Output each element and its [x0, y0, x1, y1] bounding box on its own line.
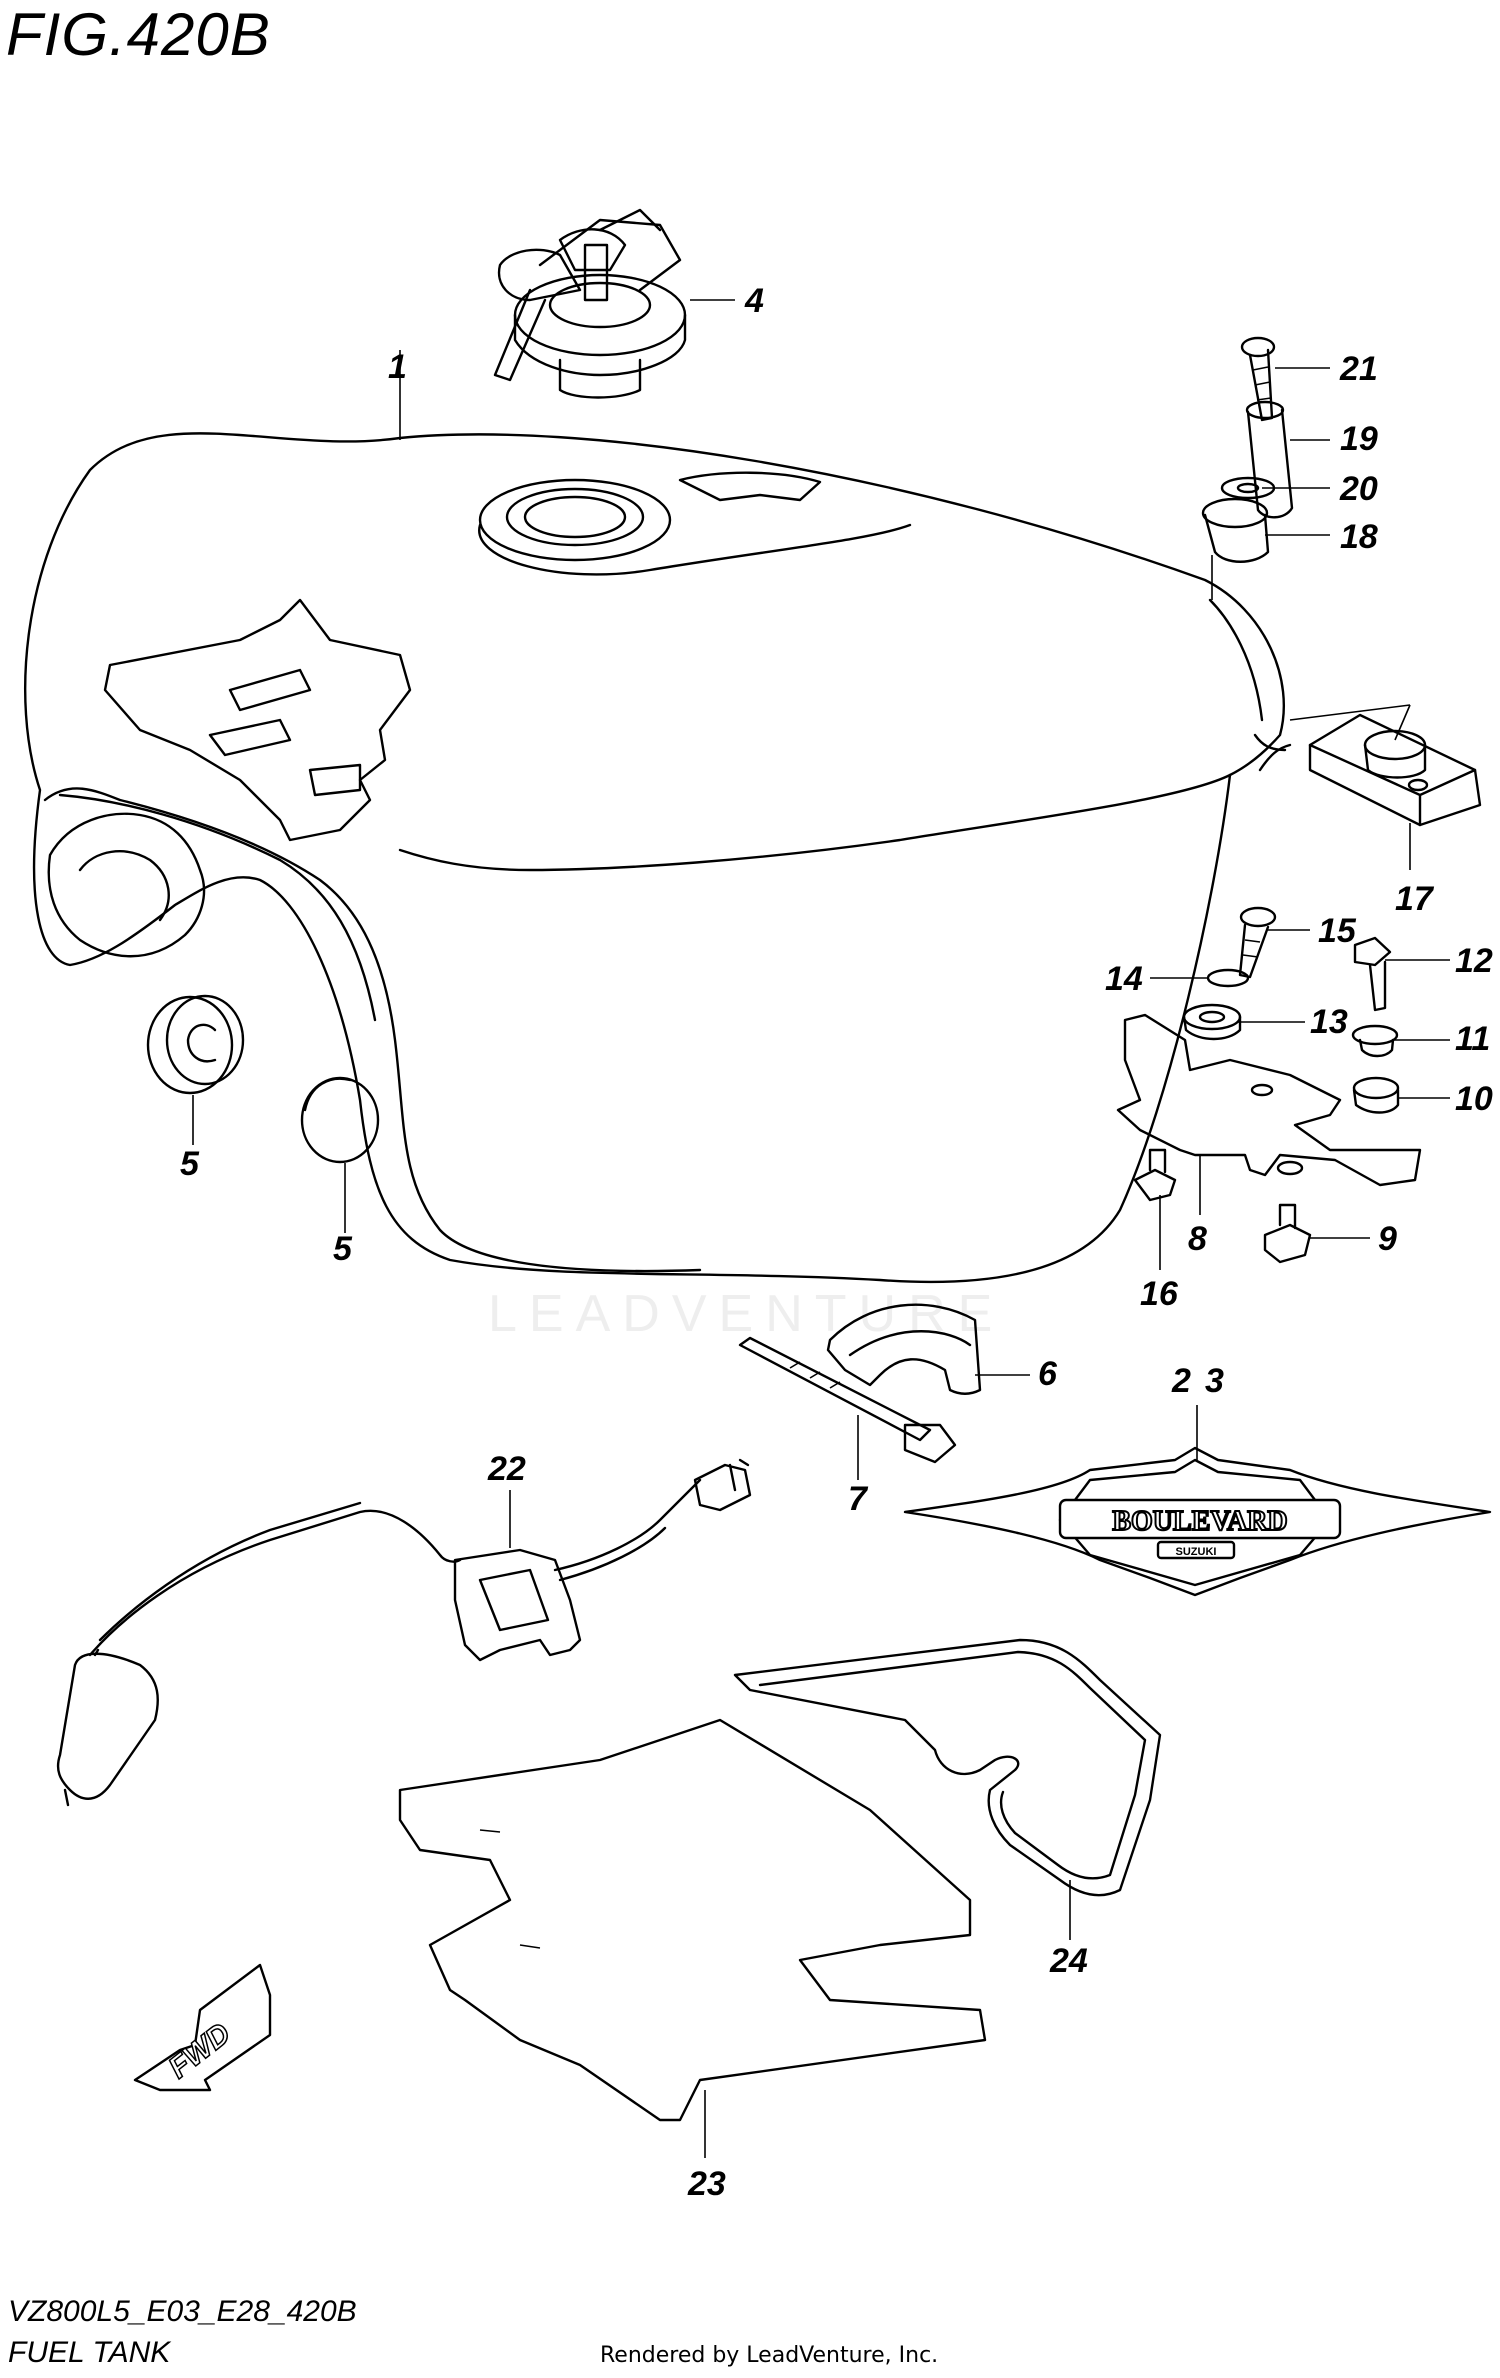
- callout-9: 9: [1378, 1220, 1397, 1258]
- forward-arrow: FWD: [133, 1963, 272, 2092]
- callout-14: 14: [1105, 960, 1143, 998]
- cushion-10[interactable]: [1352, 1076, 1400, 1114]
- callout-16: 16: [1140, 1275, 1179, 1313]
- callout-11: 11: [1455, 1020, 1490, 1058]
- emblem-sub-text: SUZUKI: [1176, 1546, 1217, 1558]
- protector-6[interactable]: [826, 1303, 982, 1395]
- callout-12: 12: [1455, 942, 1493, 980]
- callout-6: 6: [1038, 1355, 1058, 1393]
- callout-17: 17: [1395, 880, 1435, 918]
- render-credit: Rendered by LeadVenture, Inc.: [600, 2343, 939, 2368]
- callout-15: 15: [1318, 912, 1357, 950]
- tank-cushion-17[interactable]: [1308, 713, 1482, 827]
- cushion-18[interactable]: [1201, 497, 1270, 563]
- emblem-boulevard[interactable]: BOULEVARD SUZUKI: [903, 1446, 1492, 1597]
- callout-2: 2: [1171, 1362, 1191, 1400]
- callout-18: 18: [1340, 518, 1378, 556]
- fuel-cap[interactable]: [493, 208, 687, 399]
- cable-tie-7[interactable]: [738, 1336, 957, 1464]
- washer-14[interactable]: [1206, 968, 1250, 988]
- callouts: 1 4 5 5 6 7 8 9 10 11 12 13 14 15 16 17 …: [180, 282, 1493, 2203]
- fuel-level-gauge-22[interactable]: [56, 1458, 752, 1807]
- bolt-15[interactable]: [1238, 906, 1277, 979]
- callout-5a: 5: [180, 1145, 200, 1183]
- watermark: LEADVENTURE: [488, 1285, 1005, 1343]
- seal-24[interactable]: [733, 1638, 1162, 1897]
- bracket-8[interactable]: [1116, 1013, 1422, 1187]
- fuel-tank[interactable]: [23, 432, 1292, 1284]
- insulator-23[interactable]: [398, 1718, 987, 2122]
- callout-20: 20: [1339, 470, 1378, 508]
- callout-22: 22: [487, 1450, 526, 1488]
- callout-24: 24: [1049, 1942, 1088, 1980]
- callout-5b: 5: [333, 1230, 353, 1268]
- callout-10: 10: [1455, 1080, 1493, 1118]
- rubber-cap-5b[interactable]: [300, 1076, 380, 1164]
- callout-19: 19: [1340, 420, 1378, 458]
- model-code: VZ800L5_E03_E28_420B: [8, 2295, 357, 2328]
- collar-19[interactable]: [1245, 400, 1294, 519]
- callout-7: 7: [848, 1480, 869, 1518]
- callout-8: 8: [1188, 1220, 1207, 1258]
- bolt-9[interactable]: [1263, 1203, 1312, 1264]
- emblem-brand-text: BOULEVARD: [1112, 1506, 1287, 1537]
- callout-1: 1: [388, 348, 407, 386]
- section-name: FUEL TANK: [8, 2336, 171, 2369]
- bolt-12[interactable]: [1353, 936, 1392, 1012]
- bolt-16[interactable]: [1133, 1148, 1177, 1202]
- callout-3: 3: [1205, 1362, 1224, 1400]
- callout-21: 21: [1339, 350, 1378, 388]
- callout-23: 23: [687, 2165, 726, 2203]
- figure-title: FIG.420B: [6, 1, 271, 68]
- cushion-13[interactable]: [1182, 1003, 1242, 1041]
- leader-lines: [192, 299, 1450, 2158]
- callout-4: 4: [744, 282, 764, 320]
- rubber-cap-5a[interactable]: [146, 994, 245, 1095]
- callout-13: 13: [1310, 1003, 1348, 1041]
- collar-11[interactable]: [1351, 1024, 1399, 1058]
